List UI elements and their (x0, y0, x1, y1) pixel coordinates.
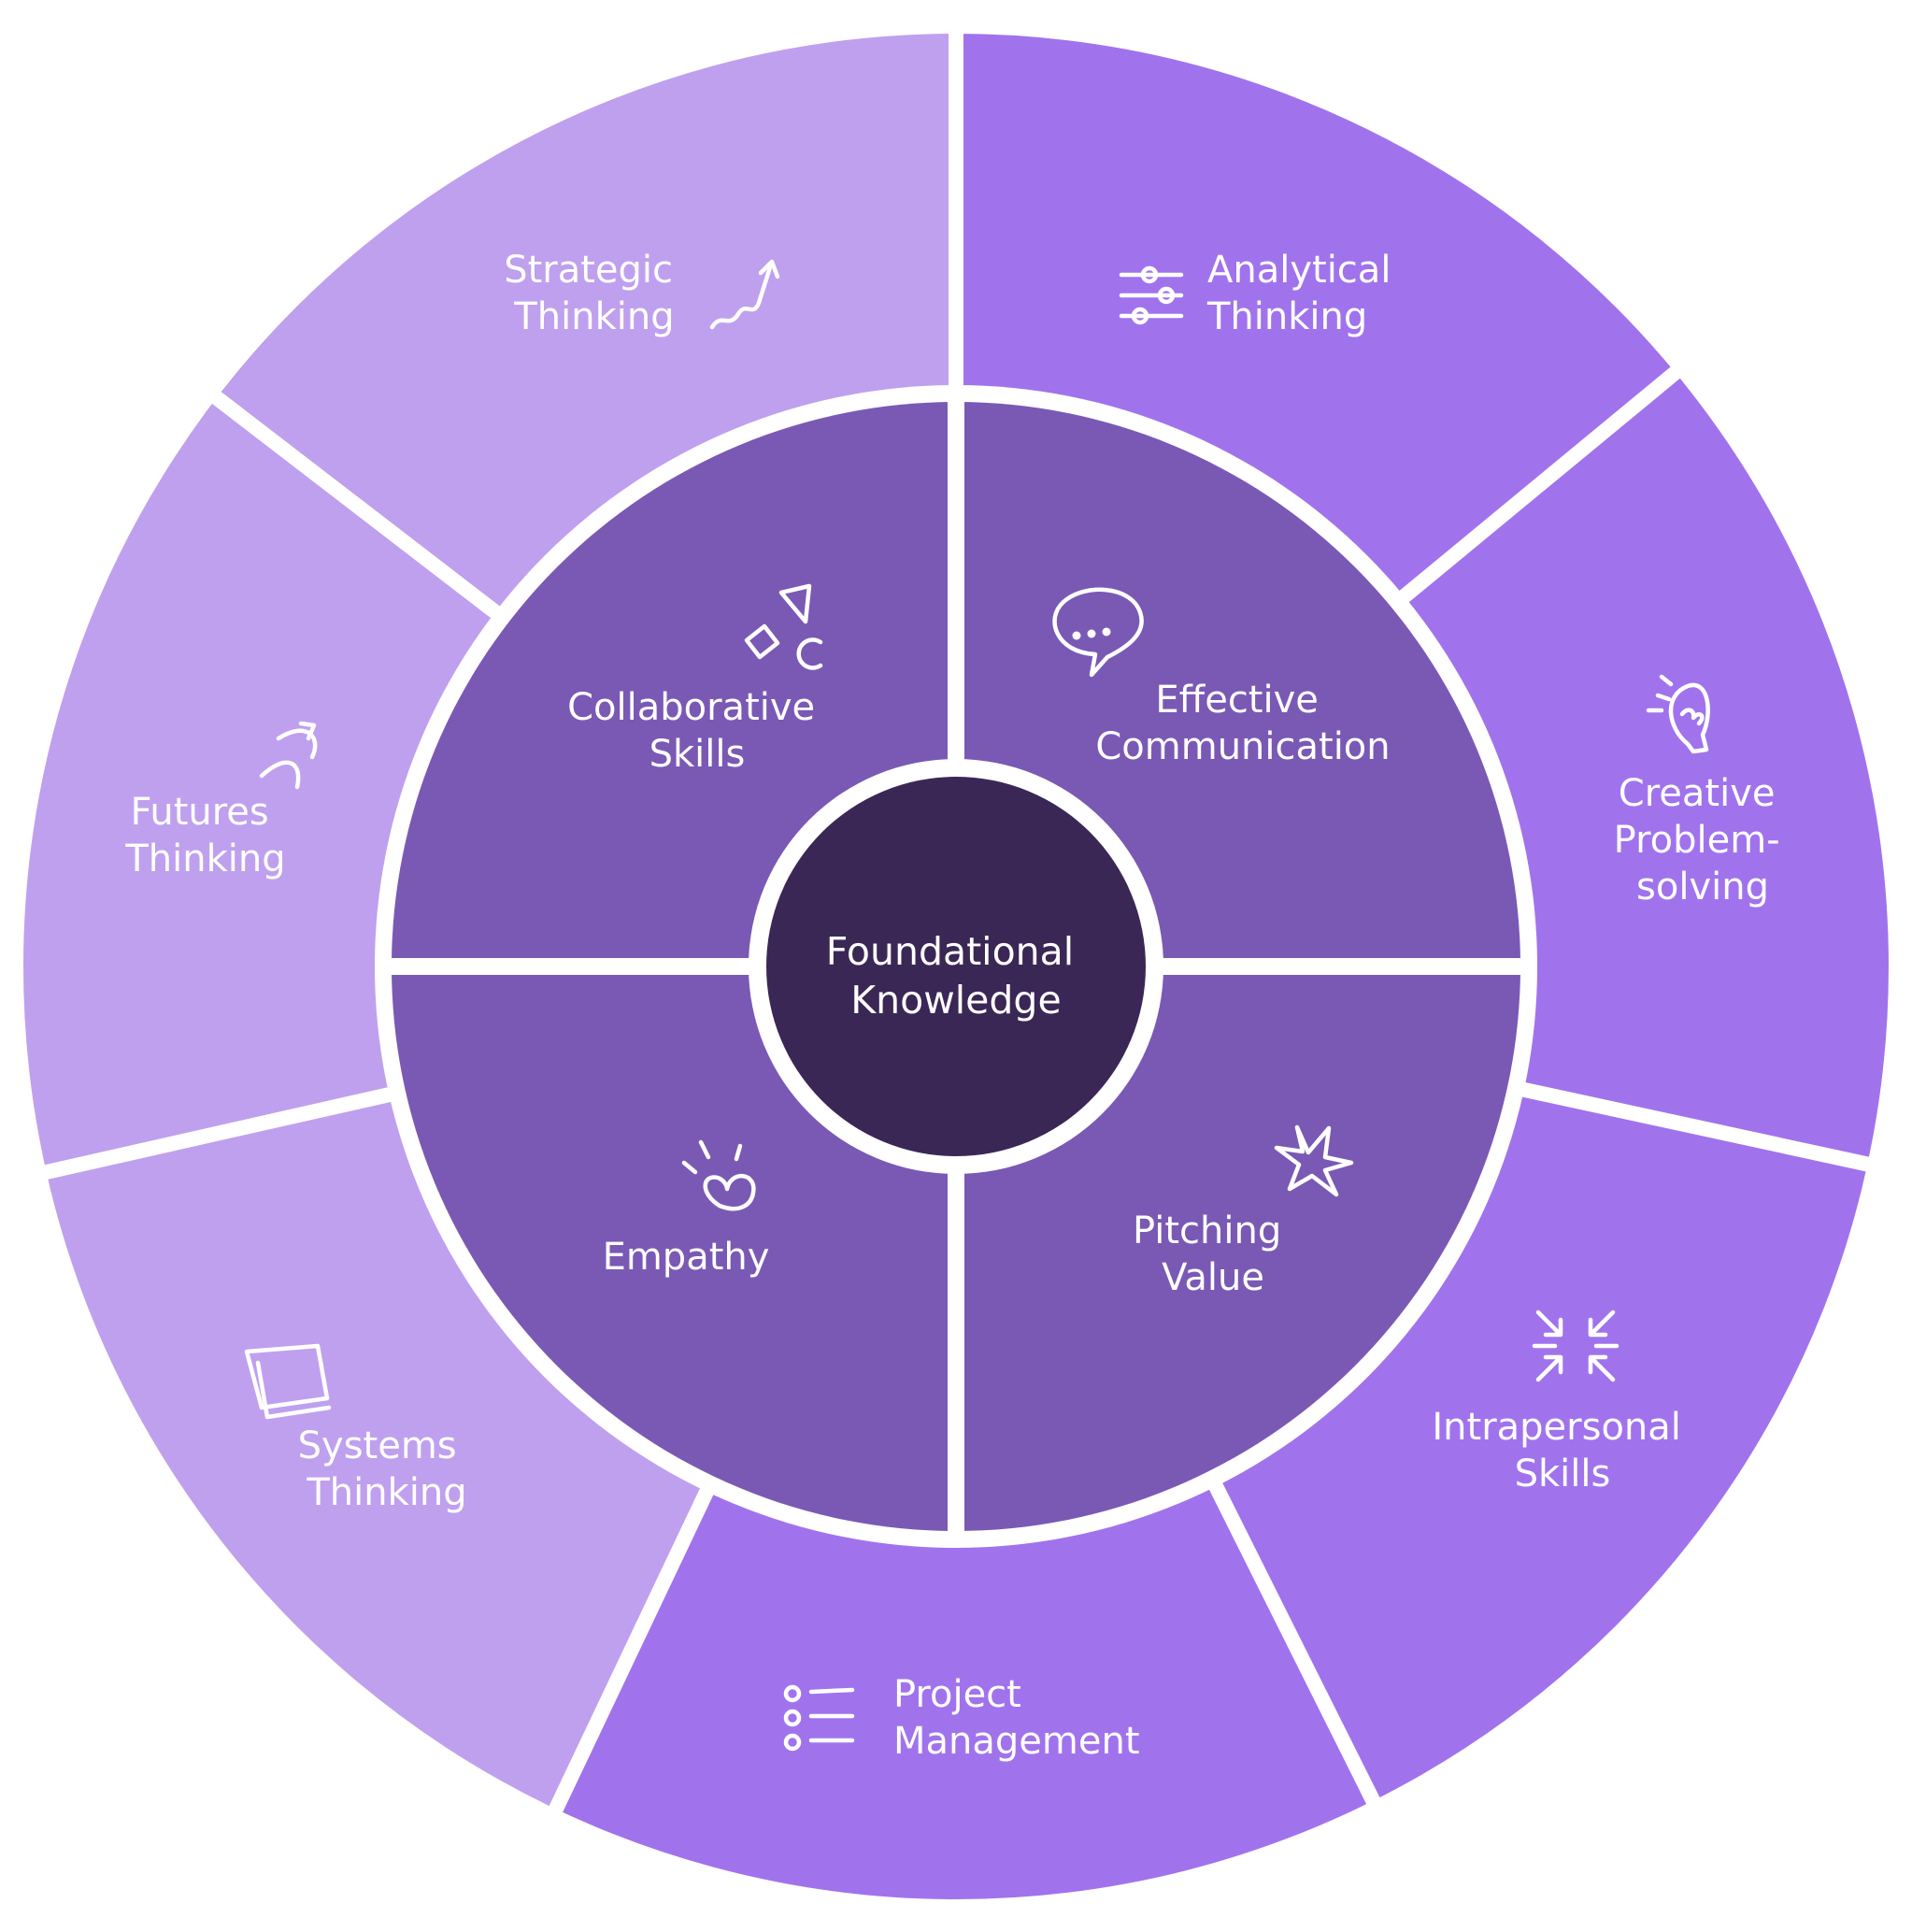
futures-thinking-line-2: Thinking (124, 837, 285, 880)
collaborative-skills-line-1: Collaborative (567, 686, 815, 729)
starfish-icon (1274, 1124, 1354, 1197)
collaborative-skills-line-2: Skills (649, 733, 746, 776)
analytical-thinking-line-1: Analytical (1207, 249, 1391, 292)
checklist-icon (783, 1684, 855, 1752)
empathy-label: Empathy (603, 1236, 770, 1279)
analytical-thinking-line-2: Thinking (1206, 295, 1367, 338)
sliders-icon (1119, 265, 1184, 325)
systems-thinking-line-1: Systems (298, 1424, 457, 1467)
lightbulb-icon (1646, 674, 1710, 754)
effective-communication-line-2: Communication (1095, 725, 1390, 768)
empathy-line-1: Empathy (603, 1236, 770, 1279)
pitching-value-label: Pitching Value (1133, 1209, 1293, 1299)
center-label-line-2: Knowledge (850, 978, 1061, 1023)
heart-sparkle-icon (681, 1139, 756, 1211)
analytical-thinking-label: Analytical Thinking (1206, 249, 1403, 338)
center-label-line-1: Foundational (826, 929, 1074, 974)
effective-communication-line-1: Effective (1155, 679, 1319, 722)
intrapersonal-skills-line-1: Intrapersonal (1432, 1406, 1681, 1449)
systems-thinking-label: Systems Thinking (298, 1424, 469, 1514)
creative-problem-solving-line-1: Creative (1619, 772, 1776, 815)
speech-bubble-icon (1052, 587, 1144, 678)
frame-icon (244, 1343, 332, 1420)
project-management-label: Project Management (893, 1673, 1140, 1763)
center-label: Foundational Knowledge (826, 929, 1086, 1023)
strategic-thinking-label: Strategic Thinking (504, 249, 685, 338)
strategic-thinking-line-1: Strategic (504, 249, 673, 292)
zigzag-arrow-icon (709, 259, 780, 330)
systems-thinking-line-2: Thinking (306, 1471, 466, 1514)
curved-arrows-icon (259, 721, 318, 790)
creative-problem-solving-label: Creative Problem- solving (1614, 772, 1792, 909)
project-management-line-2: Management (893, 1720, 1140, 1763)
outer-border (12, 22, 1900, 1911)
creative-problem-solving-line-3: solving (1636, 866, 1769, 909)
intrapersonal-skills-line-2: Skills (1515, 1453, 1611, 1496)
strategic-thinking-line-2: Thinking (513, 295, 674, 338)
shapes-icon (744, 583, 823, 670)
creative-problem-solving-line-2: Problem- (1614, 819, 1780, 862)
pitching-value-line-1: Pitching (1133, 1209, 1281, 1252)
pitching-value-line-2: Value (1162, 1256, 1264, 1299)
center-circle (766, 777, 1146, 1156)
effective-communication-label: Effective Communication (1095, 679, 1390, 768)
intrapersonal-skills-label: Intrapersonal Skills (1432, 1406, 1692, 1496)
futures-thinking-line-1: Futures (131, 791, 269, 834)
converging-arrows-icon (1532, 1309, 1619, 1382)
collaborative-skills-label: Collaborative Skills (567, 686, 827, 776)
project-management-line-1: Project (893, 1673, 1021, 1716)
futures-thinking-label: Futures Thinking (124, 791, 285, 880)
